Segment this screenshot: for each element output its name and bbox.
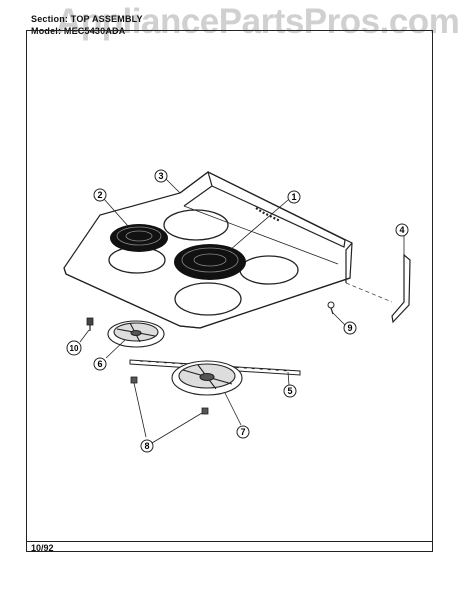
burner-support-bracket-large bbox=[171, 360, 243, 396]
revision-date: 10/92 bbox=[31, 543, 54, 553]
callout-6-number: 6 bbox=[97, 359, 102, 369]
model-title: Model: MEC5430ADA bbox=[31, 26, 126, 36]
screw bbox=[327, 301, 335, 315]
callout-9: 9 bbox=[343, 321, 357, 335]
burner-support-bracket-small bbox=[107, 320, 165, 348]
callout-9-number: 9 bbox=[347, 323, 352, 333]
watermark: AppliancePartsPros.com bbox=[56, 2, 458, 41]
burner-opening-rear-right bbox=[163, 209, 229, 241]
nut-right bbox=[201, 407, 209, 415]
callout-3-number: 3 bbox=[158, 171, 163, 181]
burner-opening-front bbox=[174, 282, 242, 316]
callout-2-number: 2 bbox=[97, 190, 102, 200]
side-trim bbox=[391, 253, 411, 324]
callout-6: 6 bbox=[93, 357, 107, 371]
callout-3: 3 bbox=[154, 169, 168, 183]
alignment-line bbox=[345, 282, 393, 303]
callout-7-number: 7 bbox=[240, 427, 245, 437]
leader-lines bbox=[79, 178, 405, 444]
callout-5-number: 5 bbox=[287, 386, 292, 396]
surface-element-large bbox=[174, 244, 246, 280]
nut-left bbox=[130, 376, 138, 384]
fastener-screw bbox=[86, 317, 94, 331]
callout-10-number: 10 bbox=[70, 344, 79, 353]
callout-4-number: 4 bbox=[399, 225, 404, 235]
callout-7: 7 bbox=[236, 425, 250, 439]
callout-1: 1 bbox=[287, 190, 301, 204]
diagram-frame bbox=[26, 30, 433, 552]
callout-8-number: 8 bbox=[144, 441, 149, 451]
callout-5: 5 bbox=[283, 384, 297, 398]
surface-element-small bbox=[110, 224, 168, 252]
callout-8: 8 bbox=[140, 439, 154, 453]
footer-divider bbox=[26, 541, 433, 542]
callout-4: 4 bbox=[395, 223, 409, 237]
section-title: Section: TOP ASSEMBLY bbox=[31, 14, 143, 24]
callout-1-number: 1 bbox=[291, 192, 296, 202]
callout-2: 2 bbox=[93, 188, 107, 202]
callout-10: 10 bbox=[66, 340, 82, 356]
